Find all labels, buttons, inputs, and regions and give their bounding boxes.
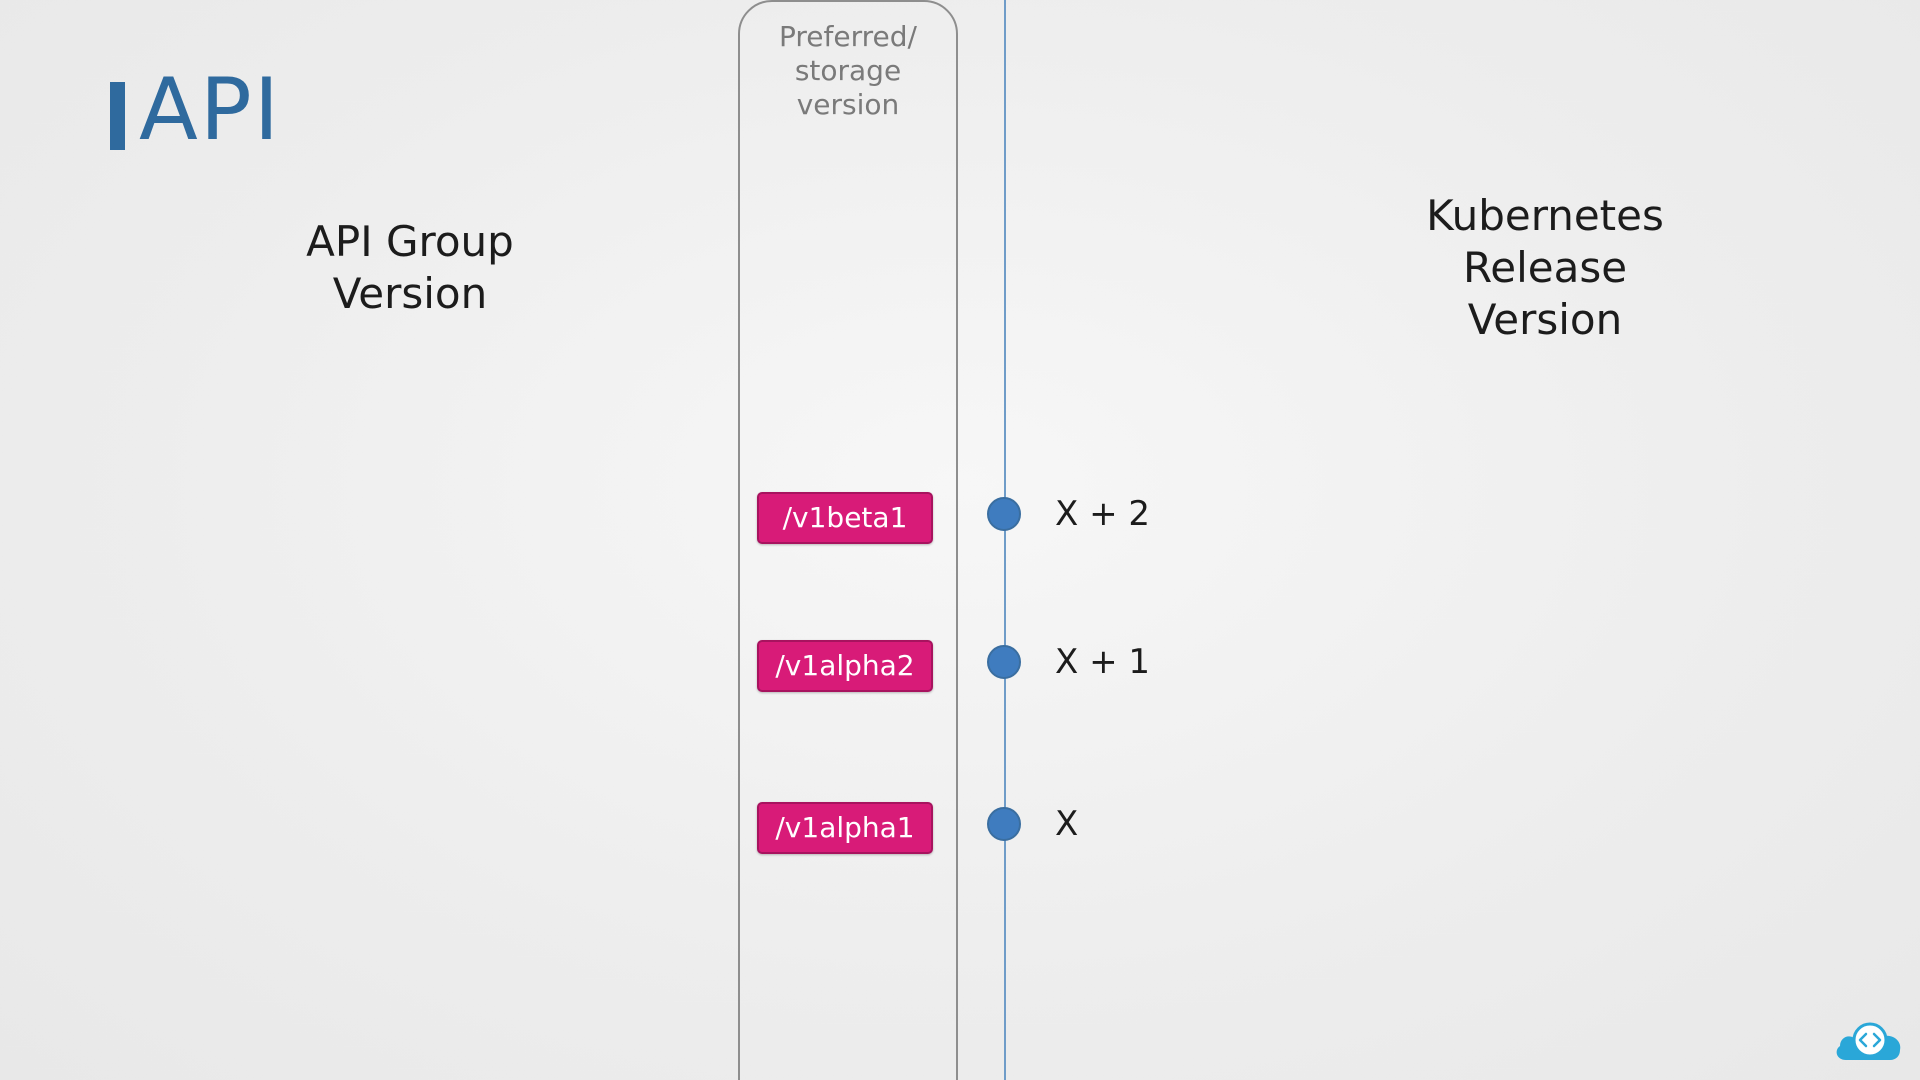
preferred-storage-column: Preferred/ storage version (738, 0, 958, 1080)
preferred-storage-label: Preferred/ storage version (779, 20, 917, 121)
title-text: API (139, 60, 282, 160)
api-version-badge: /v1alpha2 (757, 640, 933, 692)
kubernetes-release-version-heading: Kubernetes Release Version (1426, 191, 1664, 344)
api-version-badge: /v1alpha1 (757, 802, 933, 854)
api-group-version-heading: API Group Version (306, 217, 514, 318)
release-label: X + 1 (1055, 642, 1151, 682)
api-version-badge: /v1beta1 (757, 492, 933, 544)
timeline-dot (987, 807, 1021, 841)
cloud-code-icon (1836, 1022, 1901, 1060)
timeline-dot (987, 645, 1021, 679)
timeline-dot (987, 497, 1021, 531)
release-label: X + 2 (1055, 494, 1151, 534)
slide-title: API (110, 62, 281, 158)
release-label: X (1055, 804, 1079, 844)
title-accent-bar (110, 82, 125, 150)
release-timeline-line (1004, 0, 1006, 1080)
